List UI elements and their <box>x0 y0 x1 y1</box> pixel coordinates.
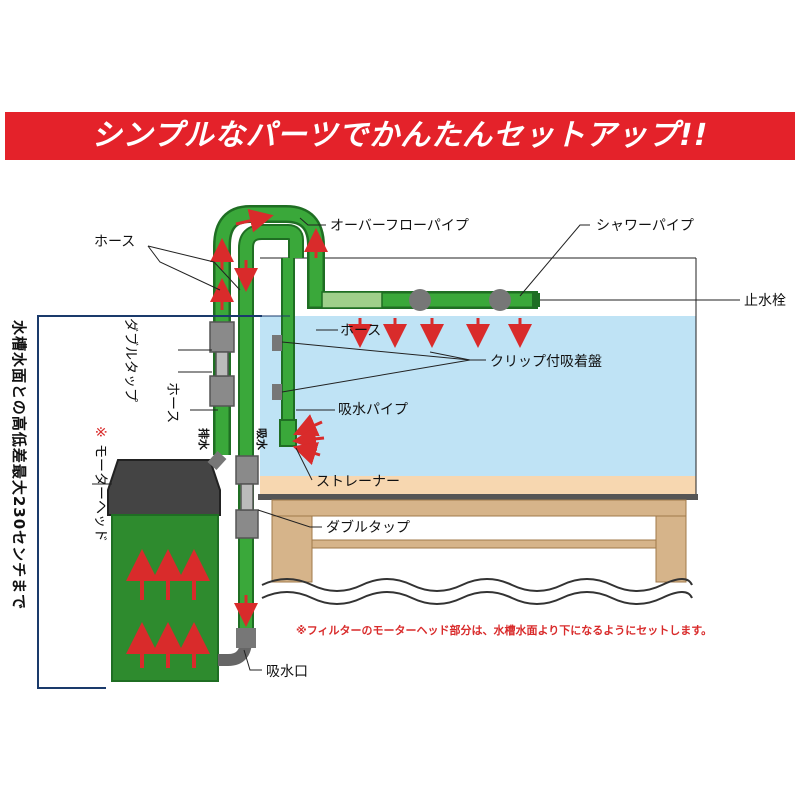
aquarium-tank <box>258 257 698 500</box>
label-height-note: 水槽水面との高低差最大230センチまで <box>10 320 28 610</box>
label-intake-port: 吸水口 <box>266 664 308 680</box>
label-double-tap-lower: ダブルタップ <box>326 519 410 536</box>
label-strainer: ストレーナー <box>316 474 400 490</box>
label-motor-head: モーターヘッド <box>92 444 108 542</box>
leader-lines <box>92 217 740 671</box>
flow-arrows <box>210 209 532 627</box>
shower-connector <box>321 291 383 309</box>
wavy-floor-line-2 <box>261 591 693 605</box>
tank-stand <box>271 499 687 583</box>
title-banner: シンプルなパーツでかんたんセットアップ!! <box>5 112 795 160</box>
label-hose-tank: ホース <box>340 323 381 339</box>
double-tap-lower <box>235 455 259 539</box>
tank-water <box>260 316 696 476</box>
label-hose-top: ホース <box>94 234 135 250</box>
tank-base <box>258 494 698 500</box>
label-stop-plug: 止水栓 <box>744 293 786 309</box>
filter-body <box>111 514 219 682</box>
label-hose-vertical: ホース <box>164 382 180 423</box>
stop-plug-shape <box>532 293 540 307</box>
intake-pipe <box>279 258 297 447</box>
wavy-floor-line <box>261 578 693 592</box>
label-double-tap-upper: ダブルタップ <box>122 318 139 402</box>
intake-hose <box>218 224 304 666</box>
label-intake-pipe: 吸水パイプ <box>338 402 408 418</box>
tank-sand <box>260 476 696 496</box>
footnote: ※フィルターのモーターヘッド部分は、水槽水面より下になるようにセットします。 <box>296 623 712 637</box>
label-intake: 吸水 <box>255 428 269 451</box>
height-bracket <box>37 315 262 689</box>
motor-note-mark: ※ <box>92 426 108 438</box>
strainer-shape <box>279 419 297 447</box>
intake-port <box>236 628 256 648</box>
banner-title: シンプルなパーツでかんたんセットアップ!! <box>91 118 709 153</box>
label-overflow-pipe: オーバーフローパイプ <box>330 218 469 234</box>
label-clip-suction: クリップ付吸着盤 <box>490 354 602 370</box>
label-drain: 排水 <box>197 428 211 451</box>
clip-suction-cups <box>272 335 282 400</box>
motor-head <box>107 459 221 516</box>
double-tap-upper <box>209 321 235 407</box>
filter-canister <box>107 459 221 682</box>
label-shower-pipe: シャワーパイプ <box>596 218 694 234</box>
